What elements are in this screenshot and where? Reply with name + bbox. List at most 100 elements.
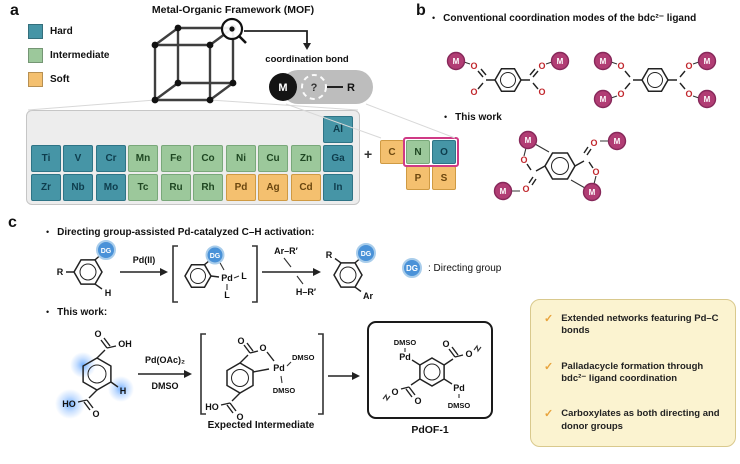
element-cell: Co xyxy=(193,145,223,172)
bullet-icon: • xyxy=(444,112,448,122)
heading-text: This work: xyxy=(57,307,108,318)
element-cell: Rh xyxy=(193,174,223,201)
element-cell: Ag xyxy=(258,174,288,201)
metal-m-label: M xyxy=(278,82,287,94)
mof-cube xyxy=(151,24,237,104)
o-atom-label: O xyxy=(592,167,599,177)
metal-m-label: M xyxy=(589,188,596,197)
check-icon: ✓ xyxy=(544,313,554,325)
element-cell: Zr xyxy=(31,174,61,201)
summary-item: ✓ Palladacycle formation through bdc²⁻ l… xyxy=(544,361,722,386)
pd-atom-label: Pd xyxy=(453,383,465,393)
o-atom-label: O xyxy=(685,89,692,99)
element-cell: Mo xyxy=(96,174,126,201)
r-group-label: R xyxy=(57,267,64,277)
o-atom-label: O xyxy=(538,61,545,71)
ch-glow xyxy=(70,352,96,378)
metal-m-label: M xyxy=(525,136,532,145)
this-work-scheme: O OH O HO H Pd(OAc)₂ DMSO O O Pd DMSO DM… xyxy=(55,321,493,422)
summary-text: Palladacycle formation through bdc²⁻ lig… xyxy=(561,360,704,384)
oh-group-label: OH xyxy=(118,339,132,349)
element-cell: Pd xyxy=(226,174,256,201)
legend-label: Intermediate xyxy=(50,50,110,61)
check-icon: ✓ xyxy=(544,360,554,373)
o-atom-label: O xyxy=(470,87,477,97)
metal-m-label: M xyxy=(614,137,621,146)
intermediate-swatch xyxy=(28,48,43,63)
ar-r-label: Ar–R′ xyxy=(274,246,298,256)
h-r-label: H–R′ xyxy=(296,287,316,297)
panel-b-label: b xyxy=(416,2,426,19)
periodic-table-panel: Al Ti V Cr Mn Fe Co Ni Cu Zn Ga Zr Nb Mo… xyxy=(26,110,360,205)
pd-atom-label: Pd xyxy=(221,273,233,283)
element-cell: Ga xyxy=(323,145,353,172)
o-atom-label: O xyxy=(465,349,472,359)
expected-intermediate-caption: Expected Intermediate xyxy=(207,420,315,431)
ch-glow xyxy=(55,389,85,419)
ch-activation-scheme: R DG H Pd(II) DG Pd L L Ar–R′ H–R′ xyxy=(57,240,376,303)
o-atom-label: O xyxy=(617,89,624,99)
metal-m-label: M xyxy=(453,57,460,66)
pdof1-box xyxy=(367,321,493,419)
o-atom-label: O xyxy=(259,343,266,353)
summary-item: ✓ Extended networks featuring Pd–C bonds xyxy=(544,313,722,338)
hsab-legend: Hard Intermediate Soft xyxy=(28,24,109,96)
o-atom-label: O xyxy=(92,409,99,419)
dg-chip: DG xyxy=(402,258,422,278)
dg-legend: DG : Directing group xyxy=(402,258,501,278)
panel-c-heading1: • Directing group-assisted Pd-catalyzed … xyxy=(46,226,386,239)
pd-atom-label: Pd xyxy=(399,352,411,362)
donor-cell: N xyxy=(406,140,430,164)
ligand-l-label: L xyxy=(224,290,230,300)
element-cell: In xyxy=(323,174,353,201)
element-cell: Fe xyxy=(161,145,191,172)
ho-group-label: HO xyxy=(62,399,76,409)
element-cell: Zn xyxy=(291,145,321,172)
r-group-label: R xyxy=(347,82,355,94)
element-cell: Ru xyxy=(161,174,191,201)
donor-cell: C xyxy=(380,140,404,164)
panel-c-label: c xyxy=(8,214,17,231)
o-atom-label: O xyxy=(538,87,545,97)
legend-item-soft: Soft xyxy=(28,72,109,87)
element-cell: Tc xyxy=(128,174,158,201)
o-atom-label: O xyxy=(470,61,477,71)
bdc-mode-bridging: O O O O M M M M xyxy=(593,51,717,109)
panel-a-title: Metal-Organic Framework (MOF) xyxy=(151,4,315,16)
legend-item-intermediate: Intermediate xyxy=(28,48,109,63)
summary-text: Carboxylates as both directing and donor… xyxy=(561,408,720,432)
metal-m-label: M xyxy=(704,95,711,104)
metal-m-label: M xyxy=(600,95,607,104)
element-cell: Nb xyxy=(63,174,93,201)
metal-m-label: M xyxy=(557,57,564,66)
o-atom-label: O xyxy=(520,155,527,165)
o-atom-label: O xyxy=(442,339,449,349)
h-atom-label: H xyxy=(105,288,112,298)
dg-legend-text: : Directing group xyxy=(428,262,502,274)
o-atom-label: O xyxy=(94,329,101,339)
bullet-icon: • xyxy=(46,307,50,317)
zoom-arrow xyxy=(244,30,311,50)
element-cell: Cd xyxy=(291,174,321,201)
donor-cell: O xyxy=(432,140,456,164)
element-cell: Ni xyxy=(226,145,256,172)
check-icon: ✓ xyxy=(544,408,554,421)
summary-box: ✓ Extended networks featuring Pd–C bonds… xyxy=(530,299,736,447)
legend-label: Soft xyxy=(50,74,70,85)
r-group-label: R xyxy=(326,250,333,260)
metal-m-label: M xyxy=(500,187,507,196)
dmso-label: DMSO xyxy=(152,381,179,391)
dmso-label: DMSO xyxy=(273,386,296,395)
plus-sign: + xyxy=(364,146,373,162)
unknown-donor-label: ? xyxy=(311,82,318,94)
dmso-label: DMSO xyxy=(292,353,315,362)
panel-a-label: a xyxy=(10,2,19,19)
magnifier-icon xyxy=(220,17,247,44)
heading-text: This work xyxy=(455,112,502,123)
element-cell: Al xyxy=(323,116,353,143)
coordination-bond-callout: coordination bond M ? R xyxy=(265,54,373,104)
panel-b-heading1: • Conventional coordination modes of the… xyxy=(432,12,734,25)
donor-cell: P xyxy=(406,166,430,190)
o-atom-label: O xyxy=(617,61,624,71)
